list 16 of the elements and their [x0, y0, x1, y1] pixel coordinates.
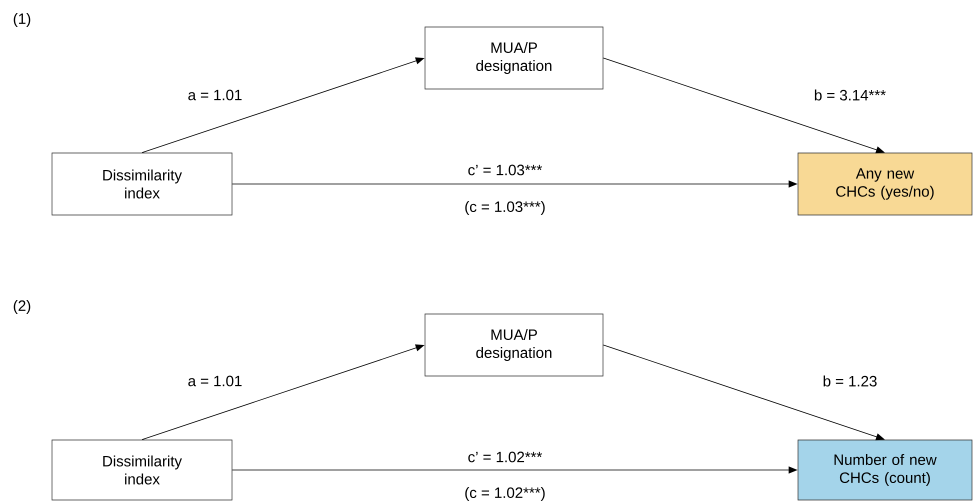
panel-number: (2) — [12, 299, 32, 315]
edge-label: a = 1.01 — [186, 374, 244, 388]
edge-label: b = 1.23 — [822, 374, 878, 388]
edge-label: b = 3.14*** — [812, 88, 888, 102]
variable-box: MUA/P designation — [424, 314, 604, 376]
variable-box: Dissimilarity index — [52, 440, 232, 500]
panel-number: (1) — [12, 12, 32, 28]
edge-label: c’ = 1.02*** — [466, 450, 544, 464]
variable-box: Dissimilarity index — [52, 152, 232, 216]
total-effect-label: (c = 1.03***) — [463, 200, 547, 216]
edge-label: a = 1.01 — [186, 88, 244, 102]
edge-label: c’ = 1.03*** — [466, 164, 544, 176]
variable-box: MUA/P designation — [424, 26, 604, 90]
variable-box: Number of new CHCs (count) — [798, 440, 972, 500]
total-effect-label: (c = 1.02***) — [463, 486, 547, 502]
variable-box: Any new CHCs (yes/no) — [798, 152, 972, 216]
